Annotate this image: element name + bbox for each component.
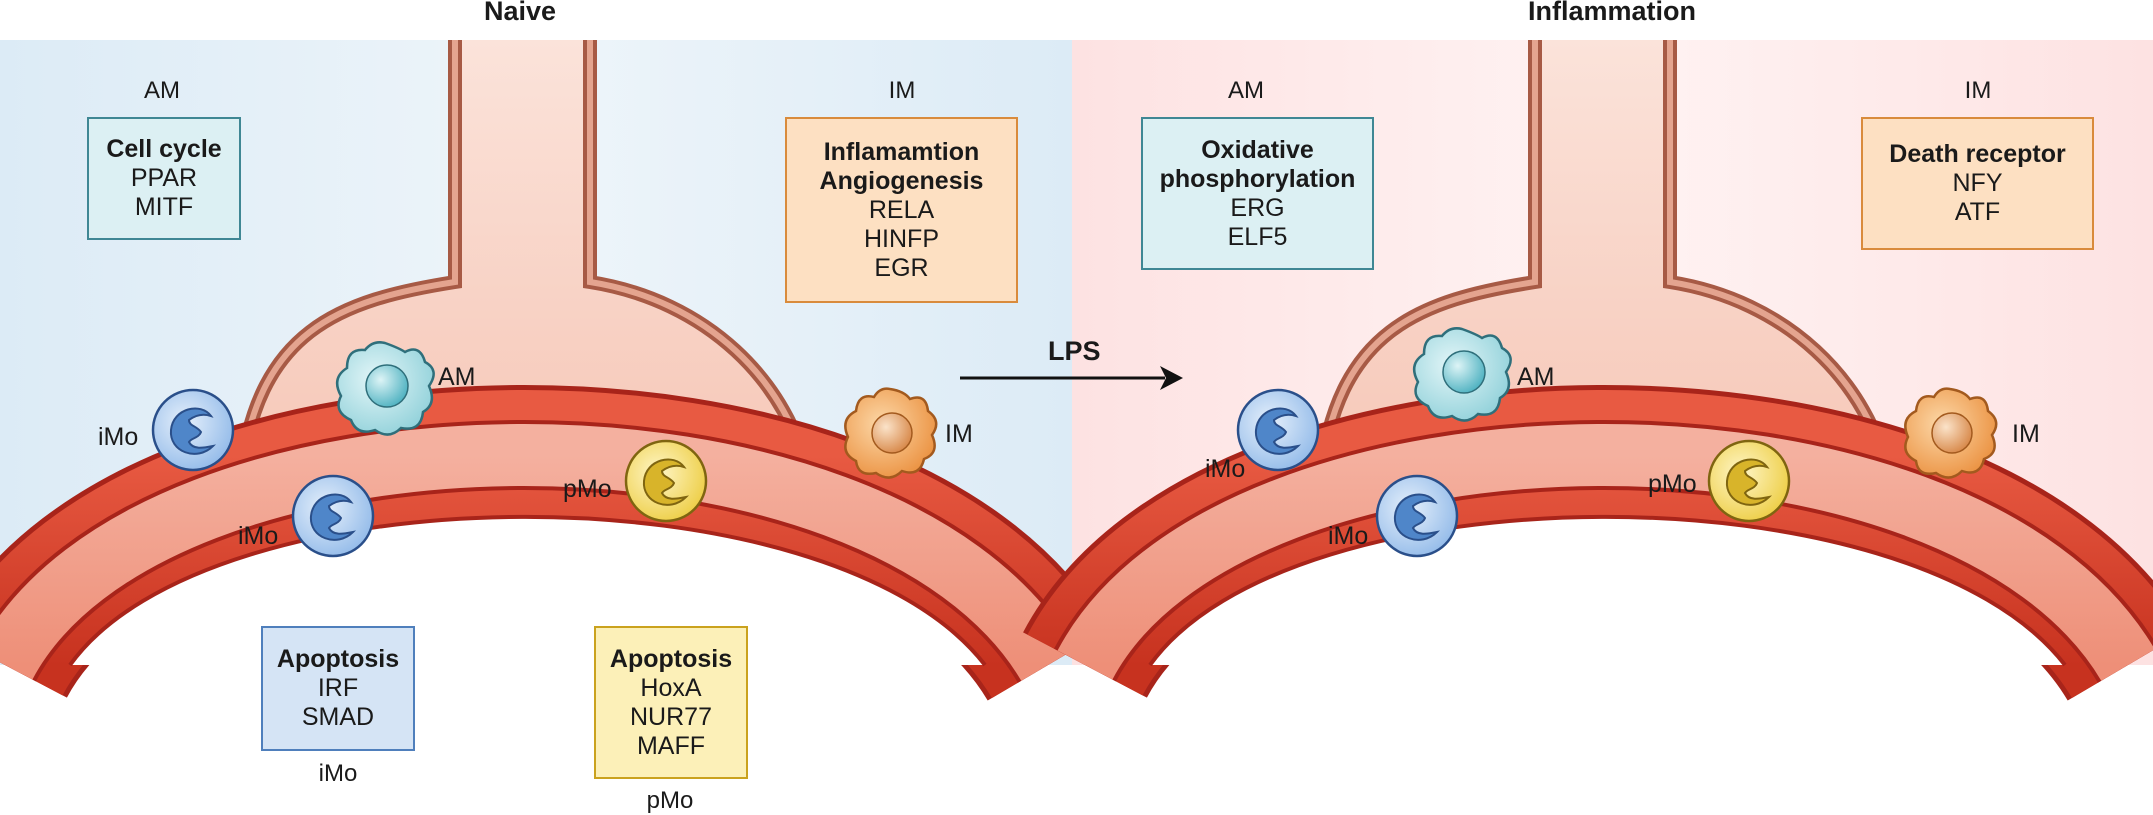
- naive-im-box-item: EGR: [874, 253, 929, 282]
- naive-im-cell-label: IM: [945, 420, 973, 448]
- naive-am-cell: [335, 341, 435, 436]
- naive-im-cell: [844, 387, 938, 479]
- inflammation-am-cell: [1412, 327, 1512, 422]
- inflammation-imo-outer-cell: [1236, 388, 1320, 472]
- inflammation-im-cell-label: IM: [2012, 420, 2040, 448]
- lps-arrow: [960, 366, 1183, 390]
- naive-am-box-item: PPAR: [130, 164, 198, 192]
- inflammation-am-box: Oxidative phosphorylation ERG ELF5: [1141, 117, 1374, 270]
- naive-imo-vessel-label: iMo: [238, 522, 279, 550]
- naive-imo-box-heading: Apoptosis: [276, 645, 400, 673]
- naive-im-box-heading: Inflamamtion: [823, 137, 980, 166]
- lps-label: LPS: [1048, 336, 1101, 366]
- naive-am-box-heading: Cell cycle: [106, 135, 222, 163]
- inflammation-im-cell: [1904, 387, 1998, 479]
- naive-pmo-box-caption: pMo: [646, 787, 694, 814]
- naive-title: Naive: [483, 0, 557, 26]
- naive-pmo-box-item: NUR77: [630, 702, 712, 731]
- inflammation-am-cell-label: AM: [1517, 363, 1555, 391]
- inflammation-im-box-item: ATF: [1954, 198, 2001, 226]
- naive-im-box-item: RELA: [868, 195, 935, 224]
- naive-am-box-item: MITF: [134, 193, 194, 221]
- naive-pmo-label: pMo: [563, 475, 612, 503]
- naive-im-box-caption: IM: [888, 77, 916, 104]
- inflammation-am-box-heading: phosphorylation: [1159, 164, 1356, 193]
- inflammation-imo-vessel-cell: [1375, 474, 1459, 558]
- naive-imo-vessel-cell: [291, 474, 375, 558]
- naive-imo-box-item: IRF: [317, 674, 359, 702]
- naive-im-box-heading: Angiogenesis: [819, 166, 984, 195]
- naive-imo-outer-cell: [151, 388, 235, 472]
- naive-am-box: Cell cycle PPAR MITF: [87, 117, 241, 240]
- inflammation-am-box-item: ERG: [1230, 193, 1285, 222]
- naive-pmo-box-item: HoxA: [640, 673, 702, 702]
- naive-pmo-box-item: MAFF: [636, 731, 706, 760]
- naive-imo-box: Apoptosis IRF SMAD: [261, 626, 415, 751]
- inflammation-imo-outer-label: iMo: [1205, 455, 1246, 483]
- inflammation-pmo-label: pMo: [1648, 470, 1697, 498]
- naive-pmo-box-heading: Apoptosis: [609, 644, 733, 673]
- inflammation-im-box-item: NFY: [1952, 169, 2003, 197]
- naive-am-box-caption: AM: [144, 77, 180, 104]
- inflammation-pmo-cell: [1707, 439, 1791, 523]
- naive-pmo-box: Apoptosis HoxA NUR77 MAFF: [594, 626, 748, 779]
- naive-pmo-cell: [624, 439, 708, 523]
- naive-imo-box-caption: iMo: [318, 760, 358, 787]
- inflammation-im-box-caption: IM: [1964, 77, 1992, 104]
- inflammation-title: Inflammation: [1527, 0, 1696, 26]
- inflammation-am-box-heading: Oxidative: [1201, 135, 1314, 164]
- inflammation-im-box: Death receptor NFY ATF: [1861, 117, 2094, 250]
- inflammation-am-box-item: ELF5: [1227, 222, 1288, 251]
- inflammation-im-box-heading: Death receptor: [1889, 140, 2066, 168]
- naive-imo-outer-label: iMo: [98, 423, 139, 451]
- inflammation-am-box-caption: AM: [1228, 77, 1264, 104]
- naive-imo-box-item: SMAD: [301, 703, 375, 731]
- naive-am-cell-label: AM: [438, 363, 476, 391]
- inflammation-imo-vessel-label: iMo: [1328, 522, 1369, 550]
- naive-im-box: Inflamamtion Angiogenesis RELA HINFP EGR: [785, 117, 1018, 303]
- naive-im-box-item: HINFP: [864, 224, 939, 253]
